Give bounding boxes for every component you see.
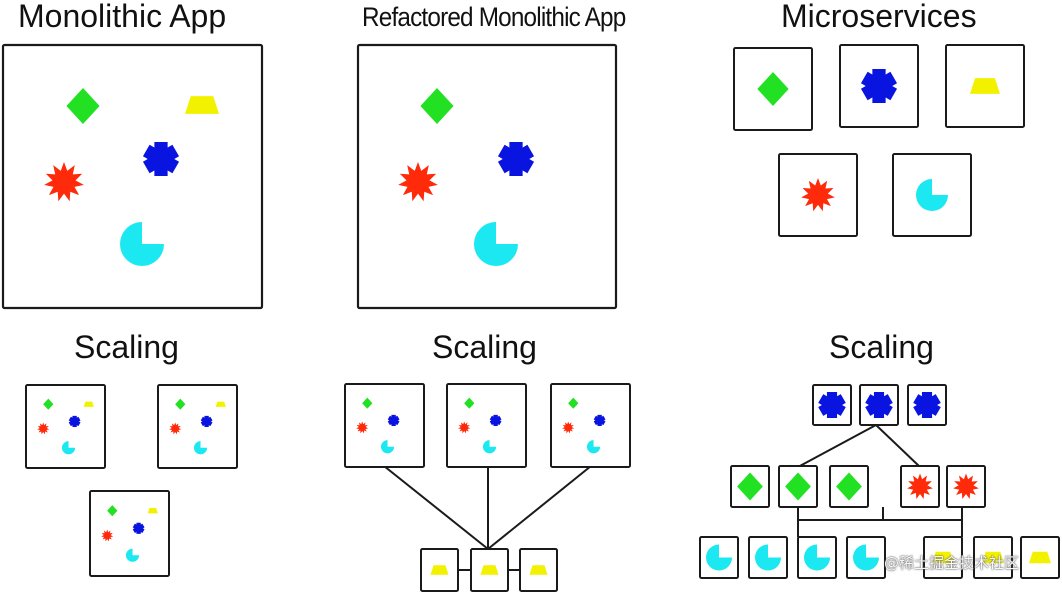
starburst-icon	[907, 473, 933, 499]
diamond-icon	[420, 88, 454, 124]
trapezoid-icon	[185, 96, 219, 114]
diamond-icon	[43, 398, 54, 410]
pacman-icon	[916, 179, 948, 211]
diamond-icon	[785, 472, 811, 501]
asterisk-icon	[818, 392, 846, 418]
asterisk-icon	[200, 415, 213, 428]
title-scaling-monolithic: Scaling	[74, 329, 179, 365]
connector-line	[797, 424, 877, 468]
asterisk-icon	[142, 142, 180, 176]
pacman-icon	[380, 440, 395, 454]
starburst-icon	[953, 473, 979, 499]
refactored-copy-box	[446, 383, 527, 468]
starburst-icon	[44, 162, 84, 202]
diamond-icon	[836, 472, 862, 501]
trapezoid-icon	[982, 551, 1004, 564]
starburst-icon	[101, 529, 114, 542]
pacman-icon	[482, 440, 497, 454]
pacman-icon	[804, 544, 831, 571]
pacman-icon	[853, 544, 879, 571]
title-scaling-microservices: Scaling	[829, 329, 934, 365]
diamond-icon	[66, 88, 100, 124]
pacman-icon	[125, 548, 140, 562]
title-scaling-refactored: Scaling	[432, 329, 537, 365]
title-monolithic-app: Monolithic App	[18, 0, 227, 34]
diamond-icon	[757, 72, 789, 106]
starburst-icon	[356, 421, 369, 434]
diamond-icon	[107, 505, 118, 517]
trapezoid-icon	[215, 401, 226, 407]
trapezoid-icon	[529, 565, 548, 575]
starburst-icon	[169, 422, 182, 435]
monolith-copy-box	[25, 384, 106, 469]
trapezoid-icon	[147, 508, 158, 514]
asterisk-icon	[68, 415, 81, 428]
refactored-app-box	[356, 43, 618, 310]
monolith-copy-box	[89, 490, 170, 577]
diamond-icon	[568, 397, 579, 409]
title-refactored-monolithic-app: Refactored Monolithic App	[362, 2, 626, 32]
asterisk-icon	[865, 392, 893, 418]
connector-line	[383, 465, 489, 550]
monolithic-app-box	[1, 43, 264, 310]
refactored-copy-box	[344, 383, 425, 468]
trapezoid-icon	[1029, 551, 1051, 564]
refactored-copy-box	[550, 383, 631, 468]
pacman-icon	[120, 222, 164, 266]
asterisk-icon	[593, 414, 606, 427]
diamond-icon	[362, 397, 373, 409]
pacman-icon	[706, 544, 732, 571]
starburst-icon	[562, 421, 575, 434]
trapezoid-icon	[480, 565, 499, 575]
starburst-icon	[801, 178, 835, 212]
asterisk-icon	[387, 414, 400, 427]
trapezoid-icon	[430, 565, 449, 575]
asterisk-icon	[489, 414, 502, 427]
starburst-icon	[398, 162, 438, 202]
trapezoid-icon	[932, 551, 954, 564]
trapezoid-icon	[83, 401, 94, 407]
asterisk-icon	[860, 69, 898, 103]
pacman-icon	[586, 440, 601, 454]
asterisk-icon	[913, 392, 941, 418]
diamond-icon	[737, 472, 763, 501]
pacman-icon	[61, 441, 76, 455]
pacman-icon	[193, 441, 208, 455]
starburst-icon	[458, 421, 471, 434]
watermark: @稀土掘金技术社区	[884, 554, 1020, 572]
monolith-copy-box	[157, 384, 238, 469]
starburst-icon	[37, 422, 50, 435]
connector-line	[487, 465, 592, 550]
asterisk-icon	[497, 142, 535, 176]
pacman-icon	[474, 222, 518, 266]
diamond-icon	[464, 397, 475, 409]
connector-line	[875, 424, 921, 468]
asterisk-icon	[132, 522, 145, 534]
trapezoid-icon	[970, 78, 1000, 94]
pacman-icon	[755, 544, 781, 571]
title-microservices: Microservices	[781, 0, 977, 34]
diamond-icon	[175, 398, 186, 410]
